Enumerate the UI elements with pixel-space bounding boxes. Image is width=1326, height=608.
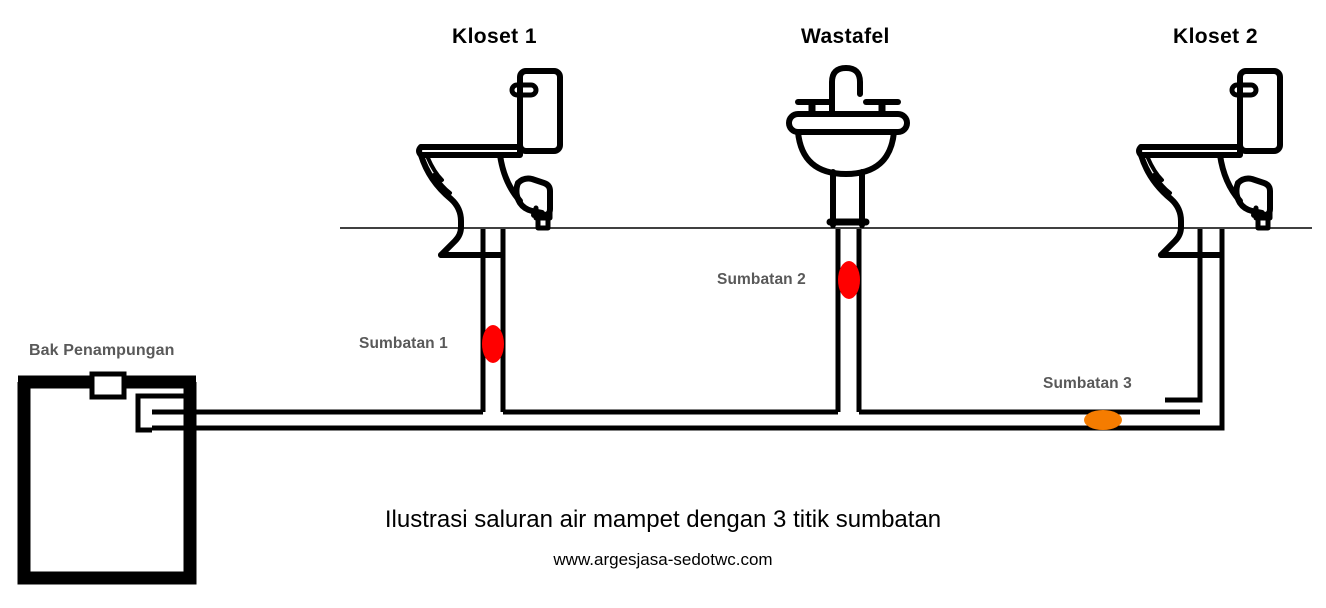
caption-subtitle: www.argesjasa-sedotwc.com xyxy=(553,550,773,569)
clog-marker-sumbatan-3 xyxy=(1084,410,1122,430)
fixture-label-wastafel: Wastafel xyxy=(801,25,890,48)
tank-label: Bak Penampungan xyxy=(29,342,175,359)
clog-label-sumbatan-3: Sumbatan 3 xyxy=(1043,375,1132,392)
clog-marker-sumbatan-2 xyxy=(838,261,860,299)
fixture-kloset-1 xyxy=(416,68,563,258)
pipe-wastafel-vertical xyxy=(835,229,862,412)
fixture-kloset-2 xyxy=(1136,68,1283,258)
pipe-main-horizontal xyxy=(152,409,1222,431)
caption-main: Ilustrasi saluran air mampet dengan 3 ti… xyxy=(384,506,942,533)
fixture-wastafel xyxy=(786,65,910,228)
tank-bak-penampungan xyxy=(17,371,197,585)
clog-label-sumbatan-2: Sumbatan 2 xyxy=(717,271,806,288)
clog-label-sumbatan-1: Sumbatan 1 xyxy=(359,335,448,352)
fixture-label-kloset-1: Kloset 1 xyxy=(452,25,537,48)
fixture-label-kloset-2: Kloset 2 xyxy=(1173,25,1258,48)
pipe-kloset-1-vertical xyxy=(480,229,506,412)
pipe-kloset-2-vertical xyxy=(1165,229,1225,431)
clog-marker-sumbatan-1 xyxy=(482,325,504,363)
